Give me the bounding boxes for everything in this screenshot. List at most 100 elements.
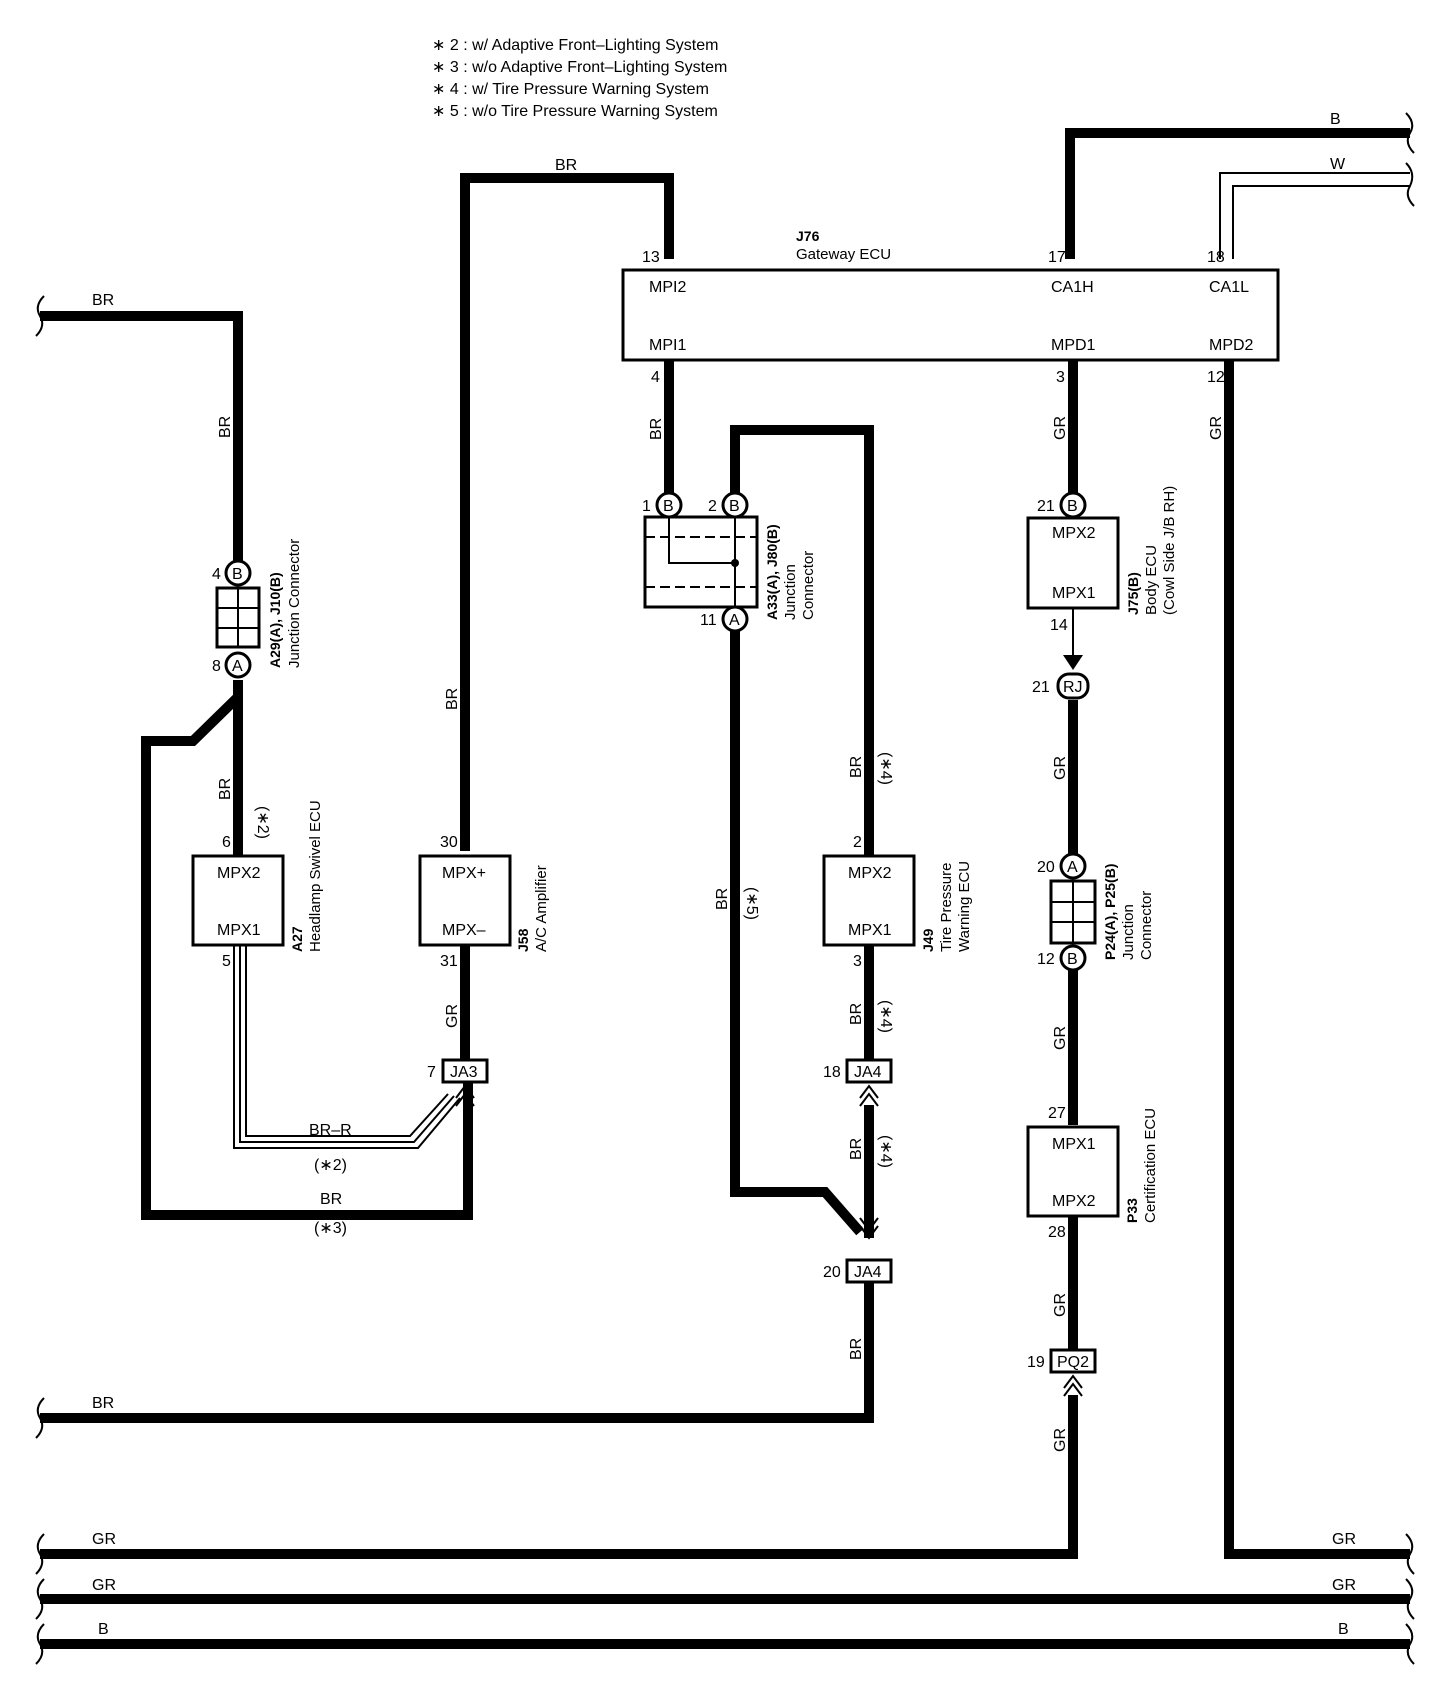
pin-number: 6 <box>222 834 231 851</box>
pin-number: 2 <box>853 834 862 851</box>
component-id: A33(A), J80(B) <box>764 524 780 620</box>
component-id: P33 <box>1124 1198 1140 1223</box>
pin-number: 20 <box>1037 859 1055 876</box>
pin-number: 2 <box>708 498 717 515</box>
wire-label: W <box>1330 156 1346 173</box>
pin-number: 18 <box>823 1064 841 1081</box>
connector-circle <box>1059 944 1087 972</box>
wire-label: GR <box>1332 1531 1356 1548</box>
pin-number: 21 <box>1037 498 1055 515</box>
ecu-box <box>822 854 916 947</box>
connector-label: JA3 <box>450 1064 478 1081</box>
wire-br-a33-j49 <box>730 425 874 855</box>
break-right-w <box>1405 162 1415 207</box>
wire-label: GR <box>1052 1428 1069 1452</box>
wire-label: BR <box>648 418 665 440</box>
ecu-box <box>418 854 512 947</box>
component-id: J49 <box>920 928 936 952</box>
wire-label: BR–R <box>309 1122 352 1139</box>
wire-br-loop-c3 <box>141 693 473 1220</box>
connector-circle <box>655 491 683 519</box>
wire-label: BR <box>444 688 461 710</box>
pin-number: 8 <box>212 658 221 675</box>
terminal-label: MPX+ <box>442 865 486 882</box>
connector-circle <box>224 559 252 587</box>
wires <box>40 128 1410 1649</box>
component-name: Headlamp Swivel ECU <box>307 800 324 952</box>
terminal-label: CA1L <box>1209 279 1249 296</box>
pin-number: 1 <box>642 498 651 515</box>
connector-letter: B <box>663 498 674 515</box>
wire-label: GR <box>92 1577 116 1594</box>
break-left-gr-1 <box>35 1533 45 1575</box>
pin-number: 4 <box>212 566 221 583</box>
condition-notes: ∗ 2 : w/ Adaptive Front–Lighting System … <box>432 37 727 120</box>
wire-label: BR <box>217 416 234 438</box>
pin-number: 5 <box>222 953 231 970</box>
wire-label: B <box>98 1621 109 1638</box>
pin-number: 19 <box>1027 1354 1045 1371</box>
gateway-ecu-box <box>621 268 1280 362</box>
ja3-connector: JA3 7 <box>427 1058 489 1107</box>
wire-br-r-b <box>239 945 455 1143</box>
pin-number: 14 <box>1050 617 1068 634</box>
connector-letter: A <box>729 612 740 629</box>
p33-certification-ecu: MPX1 MPX2 27 28 P33 Certification ECU <box>1026 1105 1159 1241</box>
component-name: Warning ECU <box>956 861 973 952</box>
component-name: Junction Connector <box>286 539 303 668</box>
ecu-box <box>191 854 285 947</box>
arrow-icon <box>1063 655 1083 670</box>
connector-label: JA4 <box>854 1064 882 1081</box>
component-name: (Cowl Side J/B RH) <box>1161 486 1178 615</box>
pin-number: 31 <box>440 953 458 970</box>
component-id: A29(A), J10(B) <box>267 572 283 668</box>
component-name: Body ECU <box>1143 545 1160 615</box>
wire-breaks <box>35 112 1415 1665</box>
component-name: A/C Amplifier <box>533 865 550 952</box>
condition-label: (∗2) <box>254 806 271 839</box>
break-left-gr-2 <box>35 1578 45 1620</box>
ja4-connector-lower: JA4 20 <box>823 1217 893 1284</box>
j75-body-ecu: B MPX2 MPX1 21 14 J75(B) Body ECU (Cowl … <box>1026 486 1178 670</box>
pin-number: 17 <box>1048 249 1066 266</box>
rj-oval <box>1056 672 1090 700</box>
terminal-label: MPX2 <box>1052 525 1096 542</box>
pin-number: 7 <box>427 1064 436 1081</box>
wire-label: GR <box>1208 416 1225 440</box>
pin-number: 21 <box>1032 679 1050 696</box>
connector-label: JA4 <box>854 1264 882 1281</box>
wire-gr-pq2-bus <box>40 1395 1078 1559</box>
wire-label: BR <box>848 756 865 778</box>
condition-markers: (∗2) (∗2) (∗3) (∗4) (∗4) (∗4) (∗5) <box>254 752 894 1237</box>
inline-box <box>441 1058 489 1084</box>
wire-label: BR <box>92 1395 114 1412</box>
terminal-label: MPX– <box>442 922 486 939</box>
chevron-up-icon <box>455 1084 475 1107</box>
pin-number: 4 <box>651 369 660 386</box>
p24-junction-connector: A B 20 12 P24(A), P25(B) Junction Connec… <box>1037 852 1155 972</box>
terminal-label: CA1H <box>1051 279 1094 296</box>
terminal-label: MPI2 <box>649 279 686 296</box>
pin-number: 12 <box>1207 369 1225 386</box>
break-right-gr-1 <box>1405 1533 1415 1575</box>
component-id: J58 <box>515 928 531 952</box>
condition-label: (∗5) <box>743 887 760 920</box>
wire-br-c5 <box>730 630 864 1236</box>
wire-w-top-b <box>1232 185 1410 259</box>
pin-number: 3 <box>853 953 862 970</box>
condition-label: (∗2) <box>314 1157 347 1174</box>
condition-label: (∗4) <box>877 752 894 785</box>
pin-number: 27 <box>1048 1105 1066 1122</box>
gateway-ecu: J76 Gateway ECU MPI2 CA1H CA1L MPI1 MPD1… <box>621 228 1280 386</box>
inline-box <box>845 1258 893 1284</box>
condition-label: (∗3) <box>314 1220 347 1237</box>
wire-br-r-a <box>233 945 461 1149</box>
condition-label: (∗4) <box>877 1135 894 1168</box>
terminal-label: MPX1 <box>1052 585 1096 602</box>
wire-label: BR <box>848 1338 865 1360</box>
wire-label: BR <box>555 157 577 174</box>
pin-number: 30 <box>440 834 458 851</box>
connector-circle <box>721 605 749 633</box>
chevron-up-icon <box>1063 1374 1083 1397</box>
